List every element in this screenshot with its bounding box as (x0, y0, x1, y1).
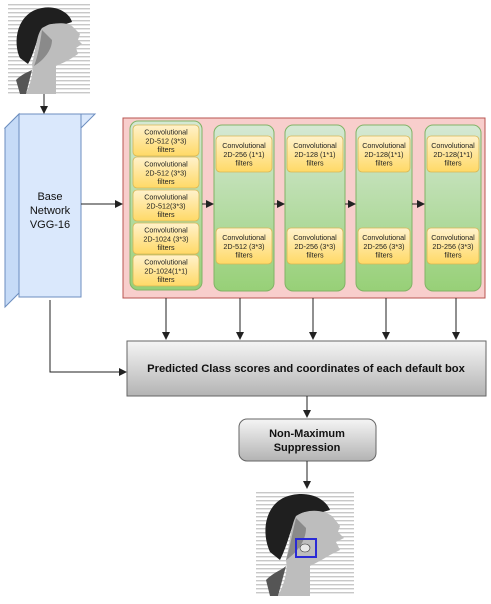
extra-col-2-top-block-line-1: Convolutional (293, 141, 337, 150)
base-conv-block-5-line-2: 2D-1024(1*1) (144, 266, 187, 275)
extra-col-3-top-block-line-1: Convolutional (362, 141, 406, 150)
extra-col-1-bottom-block-line-3: filters (235, 250, 253, 259)
base-conv-block-3-line-1: Convolutional (144, 193, 188, 202)
base-conv-block-4-line-3: filters (157, 243, 175, 252)
extra-col-2-bottom-block-line-2: 2D-256 (3*3) (294, 242, 335, 251)
extra-col-1-top-block-line-3: filters (235, 158, 253, 167)
base-conv-block-1-line-2: 2D-512 (3*3) (145, 136, 186, 145)
extra-col-3-bottom-block-line-2: 2D-256 (3*3) (363, 242, 404, 251)
base-conv-block-3-line-2: 2D-512(3*3) (146, 201, 185, 210)
base-network-label-line1: Base (37, 191, 62, 203)
base-conv-block-2-line-1: Convolutional (144, 160, 188, 169)
extra-col-2-top-block-line-2: 2D-128 (1*1) (294, 150, 335, 159)
nms-label-line2: Suppression (274, 442, 341, 454)
base-conv-block-2-line-2: 2D-512 (3*3) (145, 168, 186, 177)
extra-col-3-bottom-block-line-1: Convolutional (362, 233, 406, 242)
detection-bounding-box (295, 538, 317, 558)
predicted-box: Predicted Class scores and coordinates o… (126, 340, 487, 397)
extra-col-4-top-block-line-2: 2D-128(1*1) (433, 150, 472, 159)
base-conv-block-5-line-3: filters (157, 275, 175, 284)
nms-label-line1: Non-Maximum (269, 428, 345, 440)
arrow-base-to-predicted (49, 300, 127, 376)
extra-col-4-bottom-block-line-2: 2D-256 (3*3) (432, 242, 473, 251)
base-conv-block-3-line-3: filters (157, 210, 175, 219)
extra-col-1-top-block-line-2: 2D-256 (1*1) (223, 150, 264, 159)
base-conv-block-4-line-2: 2D-1024 (3*3) (143, 234, 188, 243)
extra-col-2-bottom-block-line-3: filters (306, 250, 324, 259)
extra-col-4-top-block-line-3: filters (444, 158, 462, 167)
base-conv-block-2-line-3: filters (157, 177, 175, 186)
extra-col-2-top-block-line-3: filters (306, 158, 324, 167)
base-conv-block-5-line-1: Convolutional (144, 258, 188, 267)
base-network-label-line2: Network (30, 205, 71, 217)
extra-col-4-top-block-line-1: Convolutional (431, 141, 475, 150)
input-face-image (8, 2, 90, 94)
extra-col-4-bottom-block-line-1: Convolutional (431, 233, 475, 242)
extra-col-4-bottom-block-line-3: filters (444, 250, 462, 259)
extra-col-1-bottom-block-line-1: Convolutional (222, 233, 266, 242)
base-conv-block-1-line-3: filters (157, 145, 175, 154)
extra-col-2-bottom-block-line-1: Convolutional (293, 233, 337, 242)
predicted-box-label: Predicted Class scores and coordinates o… (147, 363, 465, 375)
extra-col-3-bottom-block-line-3: filters (375, 250, 393, 259)
extra-col-1-top-block-line-1: Convolutional (222, 141, 266, 150)
base-conv-block-1-line-1: Convolutional (144, 128, 188, 137)
extra-col-1-bottom-block-line-2: 2D-512 (3*3) (223, 242, 264, 251)
output-face-image (256, 490, 354, 596)
nms-box: Non-Maximum Suppression (238, 418, 377, 462)
base-network-label-line3: VGG-16 (30, 219, 70, 231)
extra-col-3-top-block-line-2: 2D-128(1*1) (364, 150, 403, 159)
base-conv-block-4-line-1: Convolutional (144, 226, 188, 235)
extra-col-3-top-block-line-3: filters (375, 158, 393, 167)
base-network-box: Base Network VGG-16 (3, 112, 97, 309)
